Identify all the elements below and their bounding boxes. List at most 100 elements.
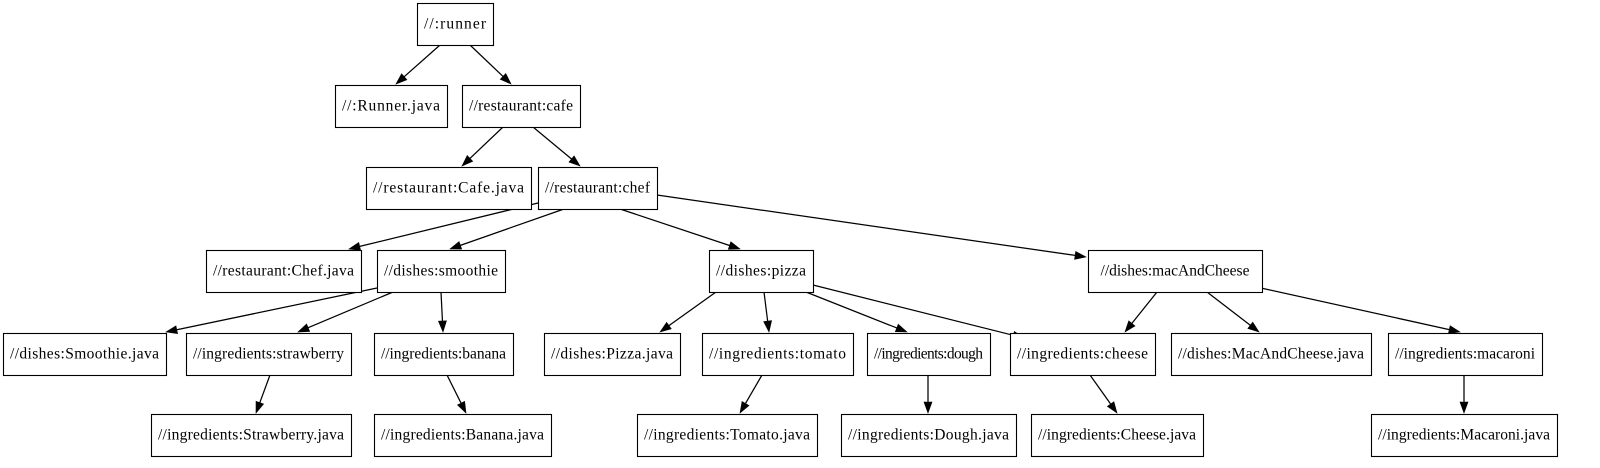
graph-node-macaroni_java[interactable]: //ingredients:Macaroni.java — [1370, 413, 1559, 458]
arrowhead-icon — [763, 320, 772, 333]
arrowhead-icon — [659, 321, 672, 333]
graph-node-pizza_java[interactable]: //dishes:Pizza.java — [543, 332, 682, 377]
graph-node-dough_java[interactable]: //ingredients:Dough.java — [840, 413, 1018, 458]
node-box[interactable] — [376, 249, 507, 294]
node-box[interactable] — [636, 413, 819, 458]
arrowhead-icon — [395, 73, 408, 85]
node-label: //ingredients:Cheese.java — [1038, 427, 1196, 444]
graph-node-ing_banana[interactable]: //ingredients:banana — [373, 332, 515, 377]
edges-layer — [165, 44, 1469, 414]
node-label: //:Runner.java — [342, 98, 440, 115]
node-box[interactable] — [1170, 332, 1373, 377]
graph-node-tomato_java[interactable]: //ingredients:Tomato.java — [636, 413, 819, 458]
node-label: //dishes:MacAndCheese.java — [1178, 346, 1364, 363]
graph-node-restaurant_chef[interactable]: //restaurant:chef — [537, 166, 659, 211]
edge-ing_dough-to-dough_java — [923, 375, 933, 414]
node-box[interactable] — [543, 332, 682, 377]
edge-dishes_mac-to-ing_cheese — [1124, 291, 1158, 333]
graph-node-ing_macaroni[interactable]: //ingredients:macaroni — [1387, 332, 1544, 377]
edge-line — [440, 291, 444, 322]
edge-line — [812, 284, 1014, 336]
edge-line — [1131, 291, 1158, 324]
edge-dishes_smoothie-to-ing_banana — [438, 291, 447, 333]
graph-node-ing_dough[interactable]: //ingredients:dough — [866, 332, 992, 377]
graph-node-mac_java[interactable]: //dishes:MacAndCheese.java — [1170, 332, 1373, 377]
edge-line — [359, 202, 539, 248]
node-label: //dishes:smoothie — [384, 263, 498, 280]
node-box[interactable] — [701, 332, 855, 377]
node-label: //dishes:pizza — [716, 263, 806, 280]
arrowhead-icon — [568, 155, 581, 167]
arrowhead-icon — [165, 325, 178, 335]
graph-node-chef_java[interactable]: //restaurant:Chef.java — [205, 249, 363, 294]
node-label: //dishes:Pizza.java — [551, 346, 673, 363]
graph-node-dishes_pizza[interactable]: //dishes:pizza — [708, 249, 815, 294]
edge-line — [1089, 374, 1112, 405]
graph-node-ing_strawberry[interactable]: //ingredients:strawberry — [185, 332, 353, 377]
node-label: //restaurant:cafe — [469, 98, 573, 115]
edge-restaurant_chef-to-chef_java — [348, 202, 539, 251]
node-box[interactable] — [416, 2, 495, 47]
arrowhead-icon — [456, 400, 467, 414]
node-box[interactable] — [205, 249, 363, 294]
node-box[interactable] — [461, 84, 582, 129]
graph-node-cafe_java[interactable]: //restaurant:Cafe.java — [365, 166, 533, 211]
arrowhead-icon — [461, 155, 474, 167]
edge-line — [469, 44, 504, 77]
node-box[interactable] — [708, 249, 815, 294]
graph-node-dishes_smoothie[interactable]: //dishes:smoothie — [376, 249, 507, 294]
node-box[interactable] — [1009, 332, 1157, 377]
node-label: //restaurant:Chef.java — [213, 263, 354, 280]
node-box[interactable] — [1030, 413, 1205, 458]
graph-node-banana_java[interactable]: //ingredients:Banana.java — [373, 413, 553, 458]
node-box[interactable] — [150, 413, 353, 458]
node-box[interactable] — [334, 84, 449, 129]
node-label: //ingredients:Banana.java — [381, 427, 544, 444]
arrowhead-icon — [727, 241, 741, 250]
arrowhead-icon — [1459, 401, 1469, 414]
node-box[interactable] — [1370, 413, 1559, 458]
edge-ing_strawberry-to-strawberry_java — [255, 374, 271, 414]
edge-dishes_pizza-to-ing_dough — [805, 291, 908, 333]
node-label: //ingredients:dough — [874, 346, 983, 363]
graph-node-runner_java[interactable]: //:Runner.java — [334, 84, 449, 129]
node-label: //dishes:Smoothie.java — [10, 346, 159, 363]
node-label: //dishes:macAndCheese — [1101, 263, 1250, 280]
node-box[interactable] — [373, 332, 515, 377]
graph-node-ing_tomato[interactable]: //ingredients:tomato — [701, 332, 855, 377]
edge-line — [805, 291, 898, 329]
graph-node-smoothie_java[interactable]: //dishes:Smoothie.java — [2, 332, 168, 377]
edge-line — [744, 374, 763, 404]
node-box[interactable] — [185, 332, 353, 377]
arrowhead-icon — [1106, 401, 1118, 414]
arrowhead-icon — [1448, 325, 1461, 334]
node-box[interactable] — [840, 413, 1018, 458]
edge-restaurant_cafe-to-cafe_java — [461, 126, 504, 167]
arrowhead-icon — [1124, 320, 1136, 333]
graph-node-strawberry_java[interactable]: //ingredients:Strawberry.java — [150, 413, 353, 458]
edge-line — [1260, 287, 1450, 331]
edge-restaurant_chef-to-dishes_smoothie — [449, 208, 565, 250]
edge-dishes_pizza-to-ing_tomato — [763, 291, 772, 333]
node-box[interactable] — [373, 413, 553, 458]
arrowhead-icon — [1074, 251, 1087, 260]
node-box[interactable] — [365, 166, 533, 211]
node-label: //ingredients:banana — [381, 346, 506, 363]
edge-line — [446, 374, 462, 404]
node-label: //ingredients:Strawberry.java — [158, 427, 344, 444]
graph-node-cheese_java[interactable]: //ingredients:Cheese.java — [1030, 413, 1205, 458]
graph-node-dishes_mac[interactable]: //dishes:macAndCheese — [1087, 249, 1264, 294]
node-box[interactable] — [1387, 332, 1544, 377]
edge-restaurant_chef-to-dishes_pizza — [619, 208, 741, 250]
graph-node-ing_cheese[interactable]: //ingredients:cheese — [1009, 332, 1157, 377]
nodes-layer: //:runner //:Runner.java //restaurant:cafe… — [2, 2, 1559, 458]
node-box[interactable] — [866, 332, 992, 377]
arrowhead-icon — [297, 323, 311, 333]
node-box[interactable] — [2, 332, 168, 377]
edge-line — [469, 126, 504, 159]
graph-node-runner[interactable]: //:runner — [416, 2, 495, 47]
node-box[interactable] — [537, 166, 659, 211]
graph-node-restaurant_cafe[interactable]: //restaurant:cafe — [461, 84, 582, 129]
node-box[interactable] — [1087, 249, 1264, 294]
edge-line — [763, 291, 769, 322]
